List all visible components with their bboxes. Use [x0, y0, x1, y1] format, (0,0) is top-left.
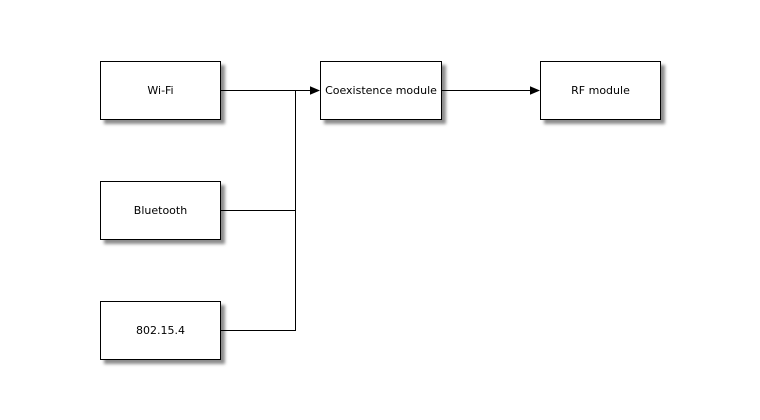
block-wifi-label: Wi-Fi — [147, 84, 174, 97]
block-coexistence-module-label: Coexistence module — [325, 84, 437, 97]
block-bluetooth-label: Bluetooth — [133, 204, 188, 217]
block-wifi[interactable]: Wi-Fi — [100, 61, 221, 120]
block-802-15-4-label: 802.15.4 — [136, 324, 185, 337]
block-rf-module-label: RF module — [571, 84, 630, 97]
arrowhead-into-rf — [530, 86, 540, 95]
block-rf-module[interactable]: RF module — [540, 61, 661, 120]
block-bluetooth[interactable]: Bluetooth — [100, 181, 221, 240]
arrowhead-into-coexistence — [310, 86, 320, 95]
block-802-15-4[interactable]: 802.15.4 — [100, 301, 221, 360]
block-coexistence-module[interactable]: Coexistence module — [320, 61, 442, 120]
